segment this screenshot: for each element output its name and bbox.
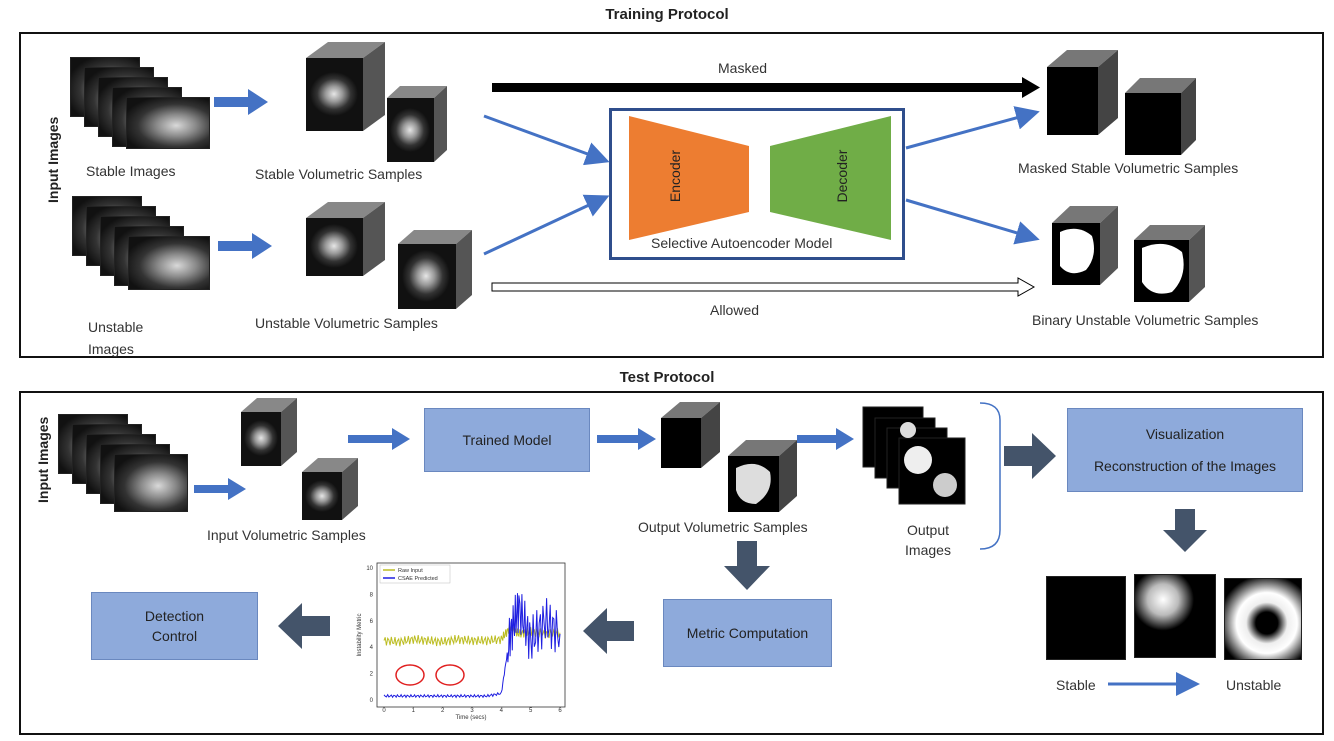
masked-output-label: Masked Stable Volumetric Samples	[1018, 160, 1239, 176]
chart-xtick-label: 3	[470, 708, 474, 714]
arrow-metric-to-chart	[583, 608, 634, 654]
test-panel	[19, 391, 1324, 735]
arrow-unstable-to-model	[483, 194, 610, 256]
arrow-stack-to-input-cubes	[194, 478, 246, 500]
unstable-images-label: Unstable Images	[88, 319, 144, 357]
detection-control-box: Detection Control	[91, 592, 258, 660]
test-input-cube-2	[302, 458, 358, 520]
metric-computation-box: Metric Computation	[663, 599, 832, 667]
arrow-output-to-images	[797, 428, 854, 450]
reconstruction-label: Reconstruction of the Images	[1093, 458, 1277, 474]
chart-xtick-label: 1	[412, 708, 416, 714]
chart-ylabel: Instability Metric	[357, 613, 363, 656]
detection-control-label: Detection Control	[144, 608, 205, 644]
input-vol-label: Input Volumetric Samples	[207, 527, 366, 543]
red-circle-1	[395, 664, 425, 686]
arrow-model-to-binary	[905, 198, 1040, 245]
masked-label: Masked	[718, 60, 768, 76]
legend-csae-predicted: CSAE Predicted	[398, 576, 438, 582]
test-output-cube-1	[661, 402, 720, 468]
arrow-input-to-trained	[348, 428, 410, 450]
masked-arrow	[492, 77, 1040, 98]
visualization-box: Visualization Reconstruction of the Imag…	[1067, 408, 1303, 492]
stable-vol-cube-1	[306, 42, 385, 131]
stable-vol-cube-2	[387, 86, 447, 162]
visualization-label: Visualization	[1145, 426, 1225, 442]
output-vol-label: Output Volumetric Samples	[638, 519, 808, 535]
unstable-example-image-2	[1224, 578, 1302, 660]
binary-output-label: Binary Unstable Volumetric Samples	[1032, 312, 1259, 328]
output-bracket	[979, 402, 1001, 550]
test-output-cube-2	[728, 440, 797, 512]
test-input-cube-1	[241, 398, 297, 466]
decoder-shape	[770, 116, 891, 240]
unstable-label: Unstable	[1226, 677, 1282, 693]
arrow-stable-to-vol	[214, 89, 268, 115]
arrow-unstable-to-vol	[218, 233, 272, 259]
arrow-output-to-metric	[724, 541, 770, 590]
arrow-chart-to-detection	[278, 603, 330, 649]
arrow-model-to-masked	[905, 106, 1040, 150]
chart-xtick-label: 5	[529, 708, 533, 714]
autoencoder-model-box	[609, 108, 905, 260]
stable-images-label: Stable Images	[86, 163, 176, 179]
unstable-vol-cube-1	[306, 202, 385, 276]
chart-series-line-raw-input	[383, 623, 561, 647]
training-title: Training Protocol	[605, 6, 729, 23]
masked-out-cube-2	[1125, 78, 1196, 155]
chart-xtick-label: 2	[441, 708, 445, 714]
chart-legend: Raw Input CSAE Predicted	[379, 564, 451, 584]
stable-vol-label: Stable Volumetric Samples	[255, 166, 423, 182]
arrow-images-to-visualization	[1004, 433, 1056, 479]
output-images-label: Output Images	[905, 522, 951, 558]
chart-series-line-csae-predicted	[383, 593, 561, 699]
allowed-label: Allowed	[710, 302, 760, 318]
binary-out-cube-1	[1052, 206, 1118, 285]
chart-ytick-label: 2	[370, 672, 374, 678]
legend-raw-input: Raw Input	[398, 568, 423, 574]
unstable-vol-cube-2	[398, 230, 472, 309]
output-images-stack	[862, 406, 966, 505]
arrow-stable-to-model	[483, 114, 610, 166]
allowed-arrow	[491, 277, 1036, 297]
chart-xtick-label: 6	[558, 708, 562, 714]
chart-xtick-label: 4	[500, 708, 504, 714]
stable-example-image	[1046, 576, 1126, 660]
chart-ytick-label: 8	[370, 592, 374, 598]
chart-xlabel: Time (secs)	[455, 715, 486, 721]
chart: 0 1 2 3 4 5 6 0 2 4 6 8 10 Time (secs) Instability M…	[357, 562, 566, 721]
stable-label: Stable	[1056, 677, 1096, 693]
arrow-visualization-down	[1163, 509, 1207, 552]
test-title: Test Protocol	[619, 369, 715, 386]
chart-ytick-label: 6	[370, 619, 374, 625]
chart-xtick-label: 0	[382, 708, 386, 714]
arrow-trained-to-output	[597, 428, 656, 450]
unstable-vol-label: Unstable Volumetric Samples	[255, 315, 438, 331]
chart-ytick-label: 10	[366, 566, 373, 572]
masked-out-cube-1	[1047, 50, 1118, 135]
chart-ytick-label: 0	[370, 698, 374, 704]
trained-model-box: Trained Model	[424, 408, 590, 472]
training-panel	[19, 32, 1324, 358]
unstable-example-image-1	[1134, 574, 1216, 658]
chart-frame	[376, 562, 566, 708]
model-label: Selective Autoencoder Model	[651, 235, 833, 251]
red-circle-2	[435, 664, 465, 686]
binary-out-cube-2	[1134, 225, 1205, 302]
encoder-shape	[629, 116, 749, 240]
chart-ytick-label: 4	[370, 645, 374, 651]
